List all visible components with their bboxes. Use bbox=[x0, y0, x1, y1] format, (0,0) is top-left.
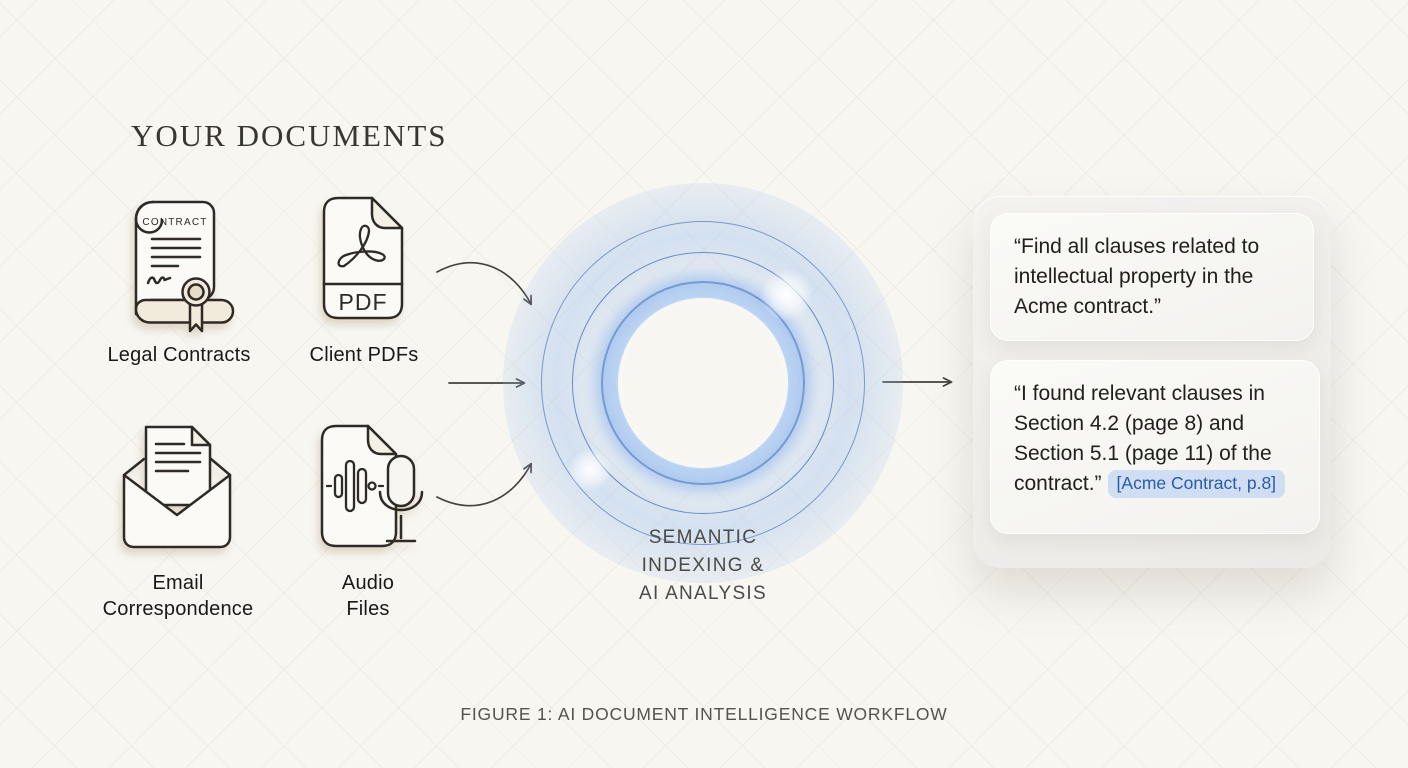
ai-response-bubble: “I found relevant clauses in Section 4.2… bbox=[990, 360, 1320, 534]
pdf-icon-text: PDF bbox=[339, 289, 388, 315]
core-label-line3: AI ANALYSIS bbox=[638, 583, 767, 604]
document-label-client-pdfs: Client PDFs bbox=[309, 344, 419, 366]
core-circle bbox=[618, 298, 788, 468]
user-query-text: “Find all clauses related to intellectua… bbox=[1014, 235, 1260, 318]
citation-chip: [Acme Contract, p.8] bbox=[1107, 470, 1286, 498]
ai-response-body: “I found relevant clauses in Section 4.2… bbox=[1014, 382, 1272, 495]
contract-icon-text: CONTRACT bbox=[142, 217, 207, 228]
middle-ring bbox=[572, 252, 834, 514]
sparkle-highlight bbox=[569, 449, 611, 491]
ai-core-label: SEMANTIC INDEXING & AI ANALYSIS bbox=[503, 524, 903, 608]
documents-section-title: YOUR DOCUMENTS bbox=[131, 118, 448, 153]
core-label-line2: INDEXING & bbox=[641, 555, 765, 576]
document-label-email: Email Correspondence bbox=[102, 572, 254, 620]
pdf-file-icon: PDF bbox=[314, 192, 412, 330]
email-envelope-icon bbox=[114, 421, 240, 555]
figure-caption: FIGURE 1: AI DOCUMENT INTELLIGENCE WORKF… bbox=[460, 704, 948, 724]
outer-ring bbox=[541, 221, 865, 545]
core-label-line1: SEMANTIC bbox=[648, 527, 758, 548]
document-label-audio: Audio Files bbox=[341, 572, 395, 620]
inner-glow-ring bbox=[601, 281, 805, 485]
sparkle-highlight bbox=[761, 269, 813, 321]
ai-core: SEMANTIC INDEXING & AI ANALYSIS bbox=[503, 183, 903, 604]
ai-response-text: “I found relevant clauses in Section 4.2… bbox=[1014, 379, 1296, 499]
contract-scroll-icon: CONTRACT bbox=[112, 193, 246, 335]
document-label-legal-contracts: Legal Contracts bbox=[107, 344, 251, 366]
audio-file-icon bbox=[314, 420, 428, 562]
chat-card: “Find all clauses related to intellectua… bbox=[973, 196, 1331, 568]
user-query-bubble: “Find all clauses related to intellectua… bbox=[990, 213, 1314, 341]
